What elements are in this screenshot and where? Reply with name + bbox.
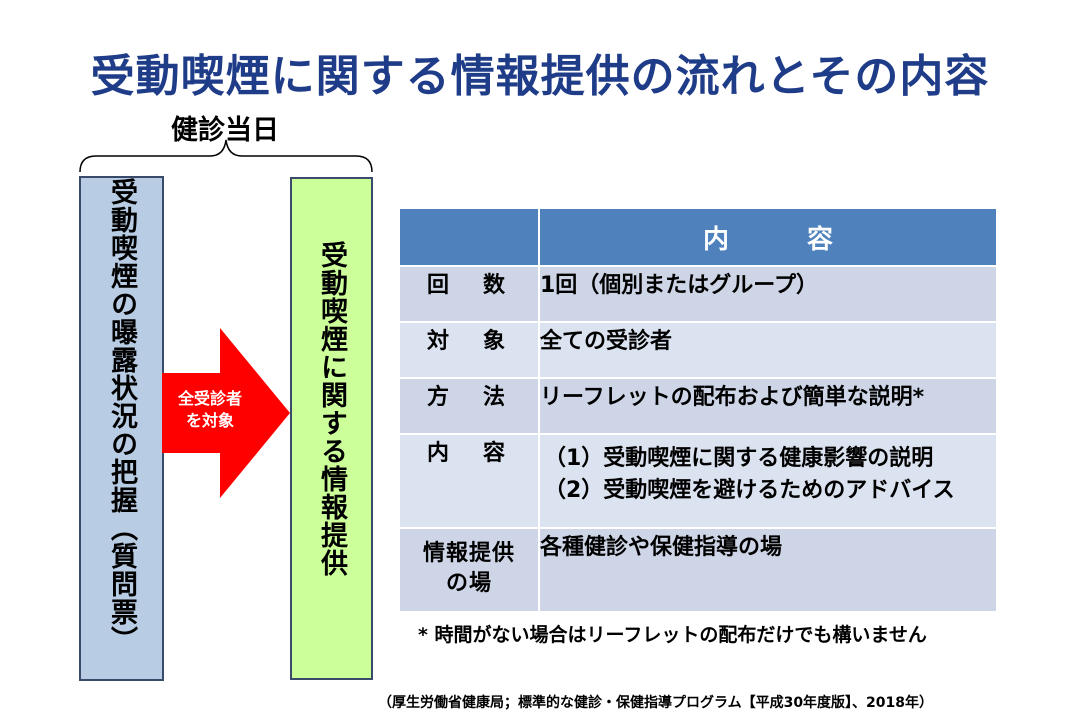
table-row: 対 象 全ての受診者 xyxy=(398,321,998,379)
venue-label-line-1: 情報提供 xyxy=(422,541,515,566)
row-label-venue: 情報提供 の場 xyxy=(398,527,540,613)
table-header-blank xyxy=(398,207,540,267)
table-row: 情報提供 の場 各種健診や保健指導の場 xyxy=(398,527,998,613)
venue-label-line-2: の場 xyxy=(445,571,492,596)
info-provision-box: 受動喫煙に関する情報提供 xyxy=(290,177,373,680)
row-label-times: 回 数 xyxy=(398,265,540,323)
content-line-1: （1）受動喫煙に関する健康影響の説明 xyxy=(544,446,934,471)
curly-brace xyxy=(79,139,373,173)
table-header-content: 内 容 xyxy=(538,207,998,267)
row-value-venue: 各種健診や保健指導の場 xyxy=(538,527,998,613)
footnote: * 時間がない場合はリーフレットの配布だけでも構いません xyxy=(418,624,927,646)
table-row: 内 容 （1）受動喫煙に関する健康影響の説明 （2）受動喫煙を避けるためのアドバ… xyxy=(398,433,998,529)
source-citation: （厚生労働省健康局；標準的な健診・保健指導プログラム【平成30年度版】、2018… xyxy=(378,695,934,711)
exposure-assessment-text: 受動喫煙の曝露状況の把握︵質問票︶ xyxy=(106,178,137,654)
page-title: 受動喫煙に関する情報提供の流れとその内容 xyxy=(90,51,990,102)
arrow-label-line2: を対象 xyxy=(185,411,234,430)
table-row: 回 数 1回（個別またはグループ） xyxy=(398,265,998,323)
content-table: 内 容 回 数 1回（個別またはグループ） 対 象 全ての受診者 方 法 リーフ… xyxy=(398,207,998,613)
info-provision-text: 受動喫煙に関する情報提供 xyxy=(316,241,347,577)
content-line-2: （2）受動喫煙を避けるためのアドバイス xyxy=(544,478,955,503)
checkup-day-label: 健診当日 xyxy=(171,115,279,146)
row-label-method: 方 法 xyxy=(398,377,540,435)
row-value-method: リーフレットの配布および簡単な説明* xyxy=(538,377,998,435)
row-value-times: 1回（個別またはグループ） xyxy=(538,265,998,323)
row-label-content: 内 容 xyxy=(398,433,540,529)
arrow-label-line1: 全受診者 xyxy=(177,389,242,408)
table-header-row: 内 容 xyxy=(398,207,998,267)
arrow-right-icon xyxy=(162,328,290,498)
exposure-assessment-box: 受動喫煙の曝露状況の把握︵質問票︶ xyxy=(79,176,164,681)
row-label-target: 対 象 xyxy=(398,321,540,379)
row-value-content: （1）受動喫煙に関する健康影響の説明 （2）受動喫煙を避けるためのアドバイス xyxy=(538,433,998,529)
arrow-label: 全受診者 を対象 xyxy=(162,388,258,432)
table-row: 方 法 リーフレットの配布および簡単な説明* xyxy=(398,377,998,435)
row-value-target: 全ての受診者 xyxy=(538,321,998,379)
